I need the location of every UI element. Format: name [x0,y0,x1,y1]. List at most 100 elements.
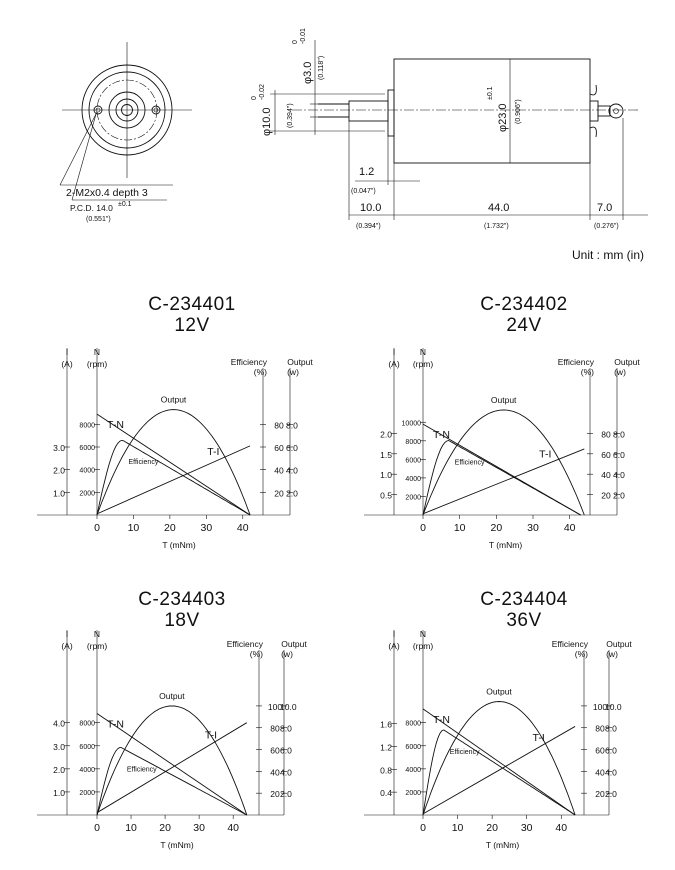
series-line-ti [422,448,585,515]
series-label-tn: T-N [433,429,450,441]
axis-current-label: I [393,347,395,357]
tick-label-output: 2.0 [280,789,292,799]
series-curve-output [96,705,248,816]
chart-2: C-23440224VI(A)N(rpm)Efficiency(%)Output… [364,294,640,550]
tick-label-speed: 8000 [405,721,421,728]
dim-flange: 1.2 [359,166,374,178]
axis-current-label: I [66,347,68,357]
pcd-inch: (0.551") [86,216,111,223]
tick-label-output: 6.0 [605,746,617,756]
series-label-efficiency: Efficiency [455,460,485,467]
tick-label-efficiency: 20 [595,789,605,799]
tick-label-current: 0.5 [380,491,392,501]
axis-efficiency-unit: (%) [575,649,588,659]
tick-label-current: 1.0 [53,788,65,798]
axis-speed-label: N [420,629,426,639]
x-axis-label: T (mNm) [160,840,194,850]
tick-label-torque: 10 [454,522,466,534]
tick-label-current: 1.6 [380,720,392,730]
body-diameter: φ23.0 [497,103,509,132]
tick-label-output: 6.0 [613,450,625,460]
hole-note: 2-M2x0.4 depth 3 [66,187,148,199]
chart-3: C-23440318VI(A)N(rpm)Efficiency(%)Output… [37,589,307,850]
chart-title: C-234403 [138,589,225,610]
tick-label-efficiency: 80 [274,420,284,430]
axis-efficiency-label: Efficiency [552,639,589,649]
axis-output-unit: (w) [281,649,293,659]
dim-body-length: 44.0 [488,202,509,214]
axis-efficiency-label: Efficiency [558,357,595,367]
axis-current-unit: (A) [61,641,73,651]
front-view-drawing [59,42,192,201]
tick-label-speed: 8000 [79,721,95,728]
tick-label-torque: 30 [527,522,539,534]
tick-label-output: 4.0 [280,767,292,777]
axis-efficiency-unit: (%) [250,649,263,659]
tick-label-output: 4.0 [613,470,625,480]
tick-label-efficiency: 100 [593,702,607,712]
x-axis-label: T (mNm) [489,540,523,550]
series-label-tn: T-N [107,419,124,431]
axis-current-unit: (A) [388,641,400,651]
body-inch: (0.906") [515,99,522,124]
tick-label-efficiency: 40 [270,767,280,777]
series-curve-efficiency [96,439,251,516]
tick-label-efficiency: 60 [601,450,611,460]
chart-title: C-234404 [480,589,567,610]
series-label-output: Output [161,395,187,405]
boss-tol-bottom: -0.02 [259,84,266,100]
chart-title: C-234401 [148,294,235,315]
tick-label-torque: 40 [227,822,239,834]
tick-label-efficiency: 20 [270,789,280,799]
axis-output-unit: (w) [614,367,626,377]
axis-speed-unit: (rpm) [413,359,433,369]
tick-label-current: 1.0 [53,488,65,498]
tick-label-torque: 0 [94,522,100,534]
tick-label-output: 4.0 [286,466,298,476]
axis-speed-label: N [94,347,100,357]
tick-label-efficiency: 60 [270,746,280,756]
tick-label-output: 2.0 [605,789,617,799]
tick-label-efficiency: 80 [601,429,611,439]
series-line-tn [96,713,248,816]
axis-current-unit: (A) [388,359,400,369]
tick-label-output: 6.0 [286,443,298,453]
chart-1: C-23440112VI(A)N(rpm)Efficiency(%)Output… [37,294,313,550]
tick-label-output: 8.0 [280,724,292,734]
axis-speed-unit: (rpm) [87,359,107,369]
series-curve-output [422,701,576,816]
tick-label-torque: 20 [486,822,498,834]
series-label-tn: T-N [433,714,450,726]
series-label-ti: T-I [533,732,545,744]
tick-label-torque: 10 [125,822,137,834]
tick-label-torque: 40 [237,522,249,534]
tick-label-speed: 2000 [405,494,421,501]
tick-label-output: 10.0 [605,702,622,712]
series-curve-efficiency [96,747,248,816]
tick-label-efficiency: 20 [274,488,284,498]
tick-label-torque: 30 [193,822,205,834]
tick-label-efficiency: 40 [274,466,284,476]
tick-label-efficiency: 40 [595,767,605,777]
series-line-ti [422,726,576,815]
tick-label-torque: 0 [420,822,426,834]
axis-output-unit: (w) [606,649,618,659]
axis-efficiency-unit: (%) [581,367,594,377]
tick-label-speed: 2000 [79,490,95,497]
boss-tol-top: 0 [251,96,258,100]
axis-current-label: I [66,629,68,639]
x-axis-label: T (mNm) [486,840,520,850]
tick-label-current: 2.0 [53,466,65,476]
series-curve-efficiency [422,440,581,516]
tick-label-current: 1.2 [380,742,392,752]
chart-subtitle: 24V [506,315,541,336]
tick-label-current: 1.5 [380,450,392,460]
tick-label-current: 0.8 [380,765,392,775]
series-label-tn: T-N [107,718,124,730]
series-label-efficiency: Efficiency [450,749,480,756]
series-label-ti: T-I [207,446,219,458]
series-curve-efficiency [422,729,576,816]
tick-label-speed: 4000 [79,468,95,475]
side-view-drawing [270,40,648,220]
tick-label-current: 3.0 [53,443,65,453]
